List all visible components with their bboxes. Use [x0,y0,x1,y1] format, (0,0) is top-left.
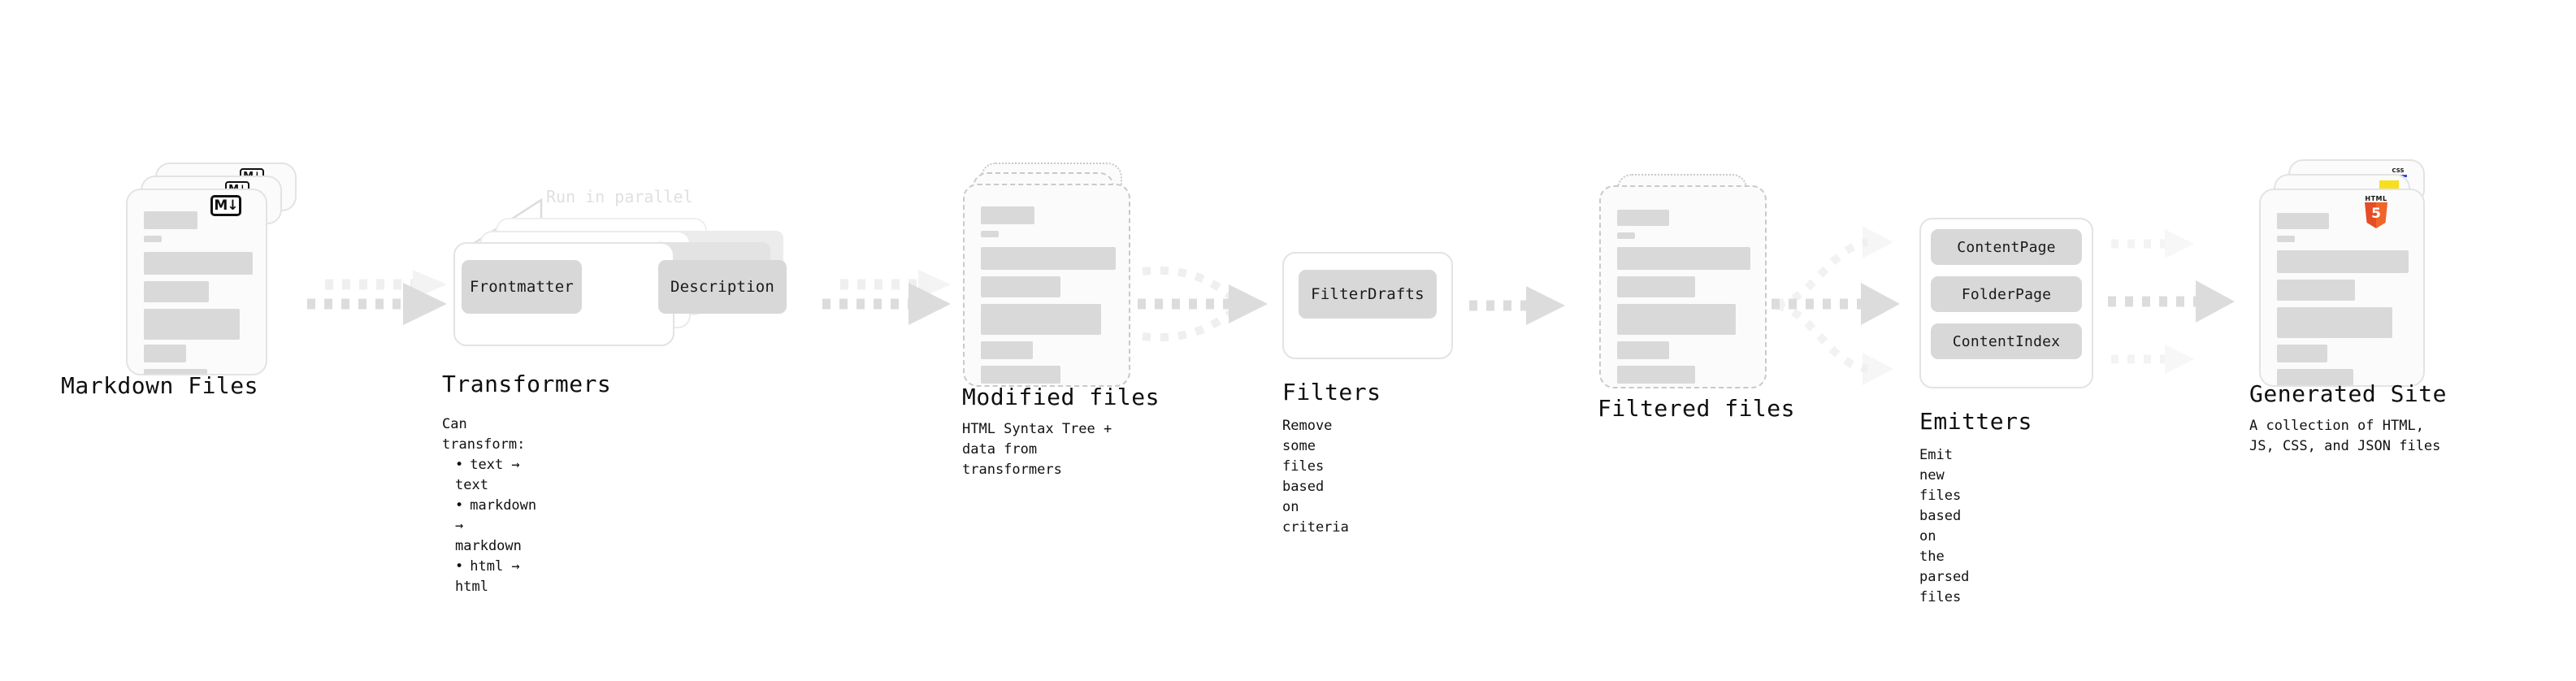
skeleton-bar [981,231,999,237]
skeleton-bar [2277,236,2295,242]
transformers-bullets-lead: Can transform: [442,416,526,453]
html5-badge-word: HTML [2365,195,2387,202]
arrow-filtered-to-emitters [1772,226,1900,385]
arrow-markdown-to-transformers [307,270,447,325]
skeleton-bar [144,211,197,229]
stage-subtitle-modified-files: HTML Syntax Tree + data from transformer… [962,421,1112,478]
stage-title-markdown-files: Markdown Files [61,372,259,399]
skeleton-bar [144,281,209,302]
stage-markdown-files: M↓ M↓ M↓ Markdown Files [61,163,297,399]
skeleton-bar [981,341,1033,359]
stage-subtitle-generated-site: A collection of HTML, JS, CSS, and JSON … [2249,418,2441,454]
skeleton-bar [144,345,186,362]
stage-generated-site: CSS HTML 5 Generated Sit [2249,159,2447,454]
skeleton-bar [2277,250,2409,273]
skeleton-bar [144,369,207,374]
stage-title-generated-site: Generated Site [2249,380,2448,407]
css-badge-label: CSS [2392,167,2405,174]
skeleton-bar [144,309,240,340]
arrow-emitters-to-site [2108,229,2235,374]
skeleton-bar [144,236,162,242]
skeleton-bar [2277,345,2327,362]
skeleton-bar [144,252,253,275]
filtered-sheet-front [1599,185,1767,388]
skeleton-bar [1617,210,1669,226]
generated-sheet-front [2259,189,2425,387]
stage-subtitle-filters: Remove some files based on criteria [1282,418,1349,536]
modified-sheet-front [963,184,1130,387]
skeleton-bar [1617,232,1635,239]
skeleton-bar [2277,213,2329,229]
markdown-card-stack: M↓ M↓ M↓ [126,163,297,375]
chip-folderpage[interactable]: FolderPage [1931,276,2082,312]
chip-contentpage[interactable]: ContentPage [1931,229,2082,265]
skeleton-bar [981,366,1060,384]
transformers-bullet-item: markdown → markdown [455,496,536,557]
skeleton-bar [1617,276,1695,297]
html5-badge-shield: 5 [2365,202,2387,228]
stage-title-transformers: Transformers [442,371,612,397]
stage-modified-files: Modified files HTML Syntax Tree + data f… [962,163,1160,478]
run-in-parallel-label: Run in parallel [546,187,693,206]
skeleton-bar [1617,366,1695,384]
generated-site-card-stack: CSS HTML 5 [2259,159,2446,387]
skeleton-bar [2277,280,2355,301]
modified-card-stack [963,163,1134,387]
stage-title-emitters: Emitters [1919,408,2032,435]
markdown-sheet-front [126,189,267,375]
stage-subtitle-emitters: Emit new files based on the parsed files [1919,447,1970,605]
transformers-bullets: Can transform: text → text markdown → ma… [442,414,536,597]
skeleton-bar [1617,247,1750,270]
stage-title-modified-files: Modified files [962,384,1160,410]
arrow-transformers-to-modified [822,270,951,325]
stage-filtered-files: Filtered files [1598,174,1795,422]
chip-contentindex[interactable]: ContentIndex [1931,323,2082,359]
skeleton-bar [2277,369,2353,385]
markdown-badge-front: M↓ [210,195,241,216]
stage-title-filters: Filters [1282,379,1381,406]
skeleton-bar [2277,307,2392,338]
transformers-bullet-item: html → html [455,557,536,597]
arrow-filters-to-filtered [1469,286,1565,325]
html5-badge: HTML 5 [2363,195,2389,228]
skeleton-bar [981,247,1116,270]
chip-filterdrafts[interactable]: FilterDrafts [1299,270,1437,319]
html5-badge-number: 5 [2371,206,2381,222]
skeleton-bar [981,206,1034,224]
stage-title-filtered-files: Filtered files [1598,395,1796,422]
skeleton-bar [1617,304,1736,335]
chip-frontmatter[interactable]: Frontmatter [462,260,582,314]
chip-description[interactable]: Description [658,260,787,314]
arrow-modified-to-filters [1138,266,1268,342]
skeleton-bar [981,304,1101,335]
skeleton-bar [981,276,1060,297]
transformers-bullet-item: text → text [455,455,536,496]
filtered-card-stack [1599,174,1770,388]
skeleton-bar [1617,341,1669,359]
